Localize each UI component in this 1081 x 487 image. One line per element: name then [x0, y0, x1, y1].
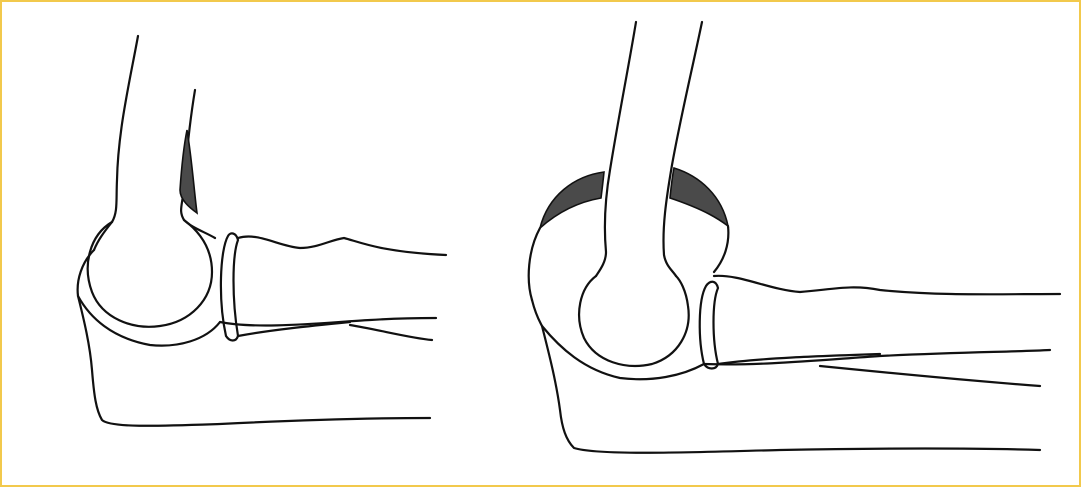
left-ulna-posterior-edge [78, 296, 430, 426]
right-joint-capsule [529, 226, 729, 300]
left-radius-upper-edge [238, 237, 446, 255]
left-ulna-inner-edge [350, 325, 432, 340]
left-humeral-condyle [88, 220, 212, 327]
right-radius-upper-edge [714, 276, 1060, 294]
right-radial-head [700, 282, 718, 369]
right-posterior-fat-pad [540, 172, 604, 228]
right-ulna-posterior-edge [542, 326, 1040, 453]
right-humerus-shaft-posterior [596, 22, 636, 276]
left-olecranon [78, 250, 220, 346]
right-humerus-shaft-anterior [663, 22, 702, 276]
left-humerus-shaft-posterior [94, 36, 138, 250]
left-elbow-panel [78, 36, 446, 426]
right-anterior-fat-pad [670, 168, 728, 226]
right-ulna-inner-edge [820, 366, 1040, 386]
right-olecranon [532, 300, 704, 379]
right-ulna-anterior-edge [704, 350, 1050, 364]
right-humeral-condyle [579, 276, 689, 366]
right-elbow-panel [529, 22, 1060, 453]
